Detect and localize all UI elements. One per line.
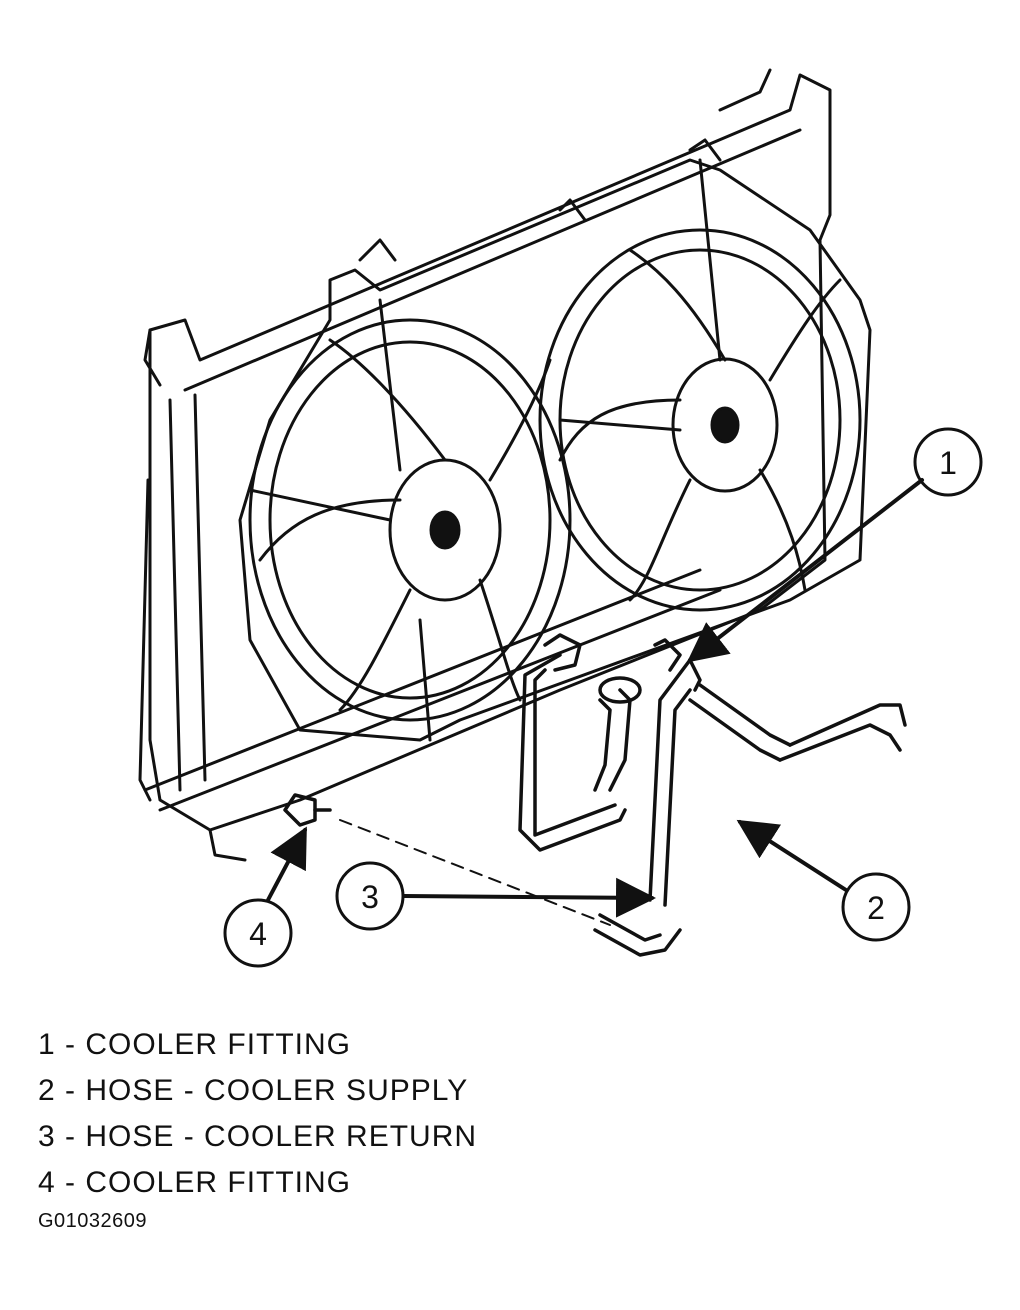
callout-2-circle [841,872,911,942]
callout-4-number: 4 [249,916,267,952]
callout-1-circle [913,427,983,497]
legend-item-3: 3 - HOSE - COOLER RETURN [38,1120,478,1153]
callout-1-number: 1 [939,445,957,481]
fan-shroud [238,138,872,742]
callout-1-arrow [686,478,924,663]
callout-4-circle [223,898,293,968]
legend-item-1: 1 - COOLER FITTING [38,1028,352,1061]
callout-2-arrow [736,819,848,892]
callout-3-number: 3 [361,879,379,915]
legend-item-4: 4 - COOLER FITTING [38,1166,352,1199]
fitting-reference-line [339,819,611,926]
radiator-fan-illustration: 1 2 3 4 [138,68,983,968]
legend: 1 - COOLER FITTING 2 - HOSE - COOLER SUP… [38,1022,738,1206]
left-fan [248,298,572,742]
legend-item-2: 2 - HOSE - COOLER SUPPLY [38,1074,469,1107]
radiator-frame [138,68,832,862]
callout-2-number: 2 [867,890,885,926]
figure-id: G01032609 [38,1210,148,1232]
cooler-hoses [283,633,907,957]
callout-3-arrow [402,877,656,918]
right-fan [538,158,862,612]
callout-4-arrow [266,826,307,902]
